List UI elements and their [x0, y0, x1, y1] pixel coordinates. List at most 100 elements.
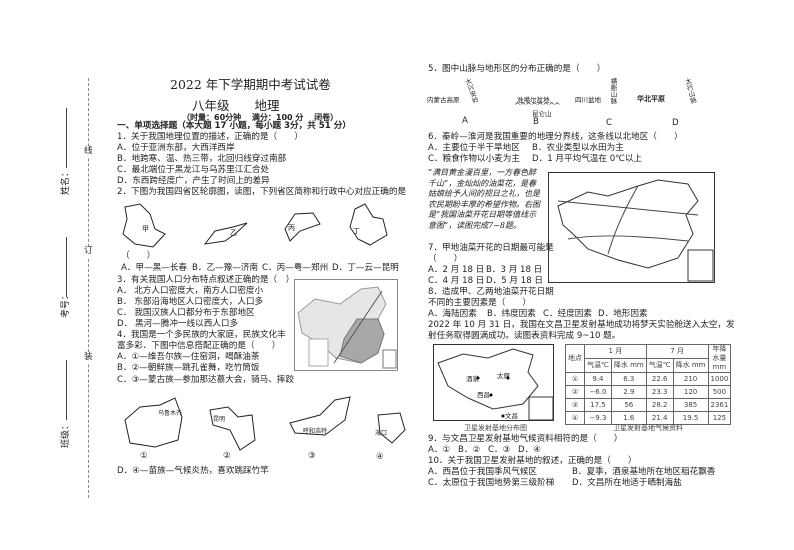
- q8-stem-cont: 不同的主要因素是（ ）: [428, 298, 532, 308]
- class-label: 班级：: [61, 420, 71, 448]
- q2-stem: 2．下图为我国四省区轮廓图，读图，下列省区简称和行政中心对应正确的是: [117, 187, 407, 197]
- exam-title: 2022 年下学期期中考试试卷: [170, 77, 331, 92]
- map-label: 甲: [142, 225, 149, 233]
- cell: ①: [565, 372, 585, 386]
- cell: 125: [707, 411, 732, 425]
- q8-stem: 8．造成甲、乙两地油菜开花日期: [428, 287, 554, 297]
- subheader-cell: 降水 mm: [610, 358, 647, 373]
- city-label: 昆明: [213, 416, 226, 423]
- q4-option-a: A．①—维吾尔族—住窑洞，喝酥油茶: [117, 352, 260, 362]
- cell: 9.4: [584, 372, 612, 386]
- q6-option-b: B．农业类型以水田为主: [532, 143, 624, 153]
- mountain-label: 大兴安岭: [462, 77, 480, 105]
- map-label: 文昌: [505, 412, 518, 420]
- city-label: 海口: [375, 430, 388, 437]
- q1-option-b: B．地跨寒、温、热三带，北回归线穿过南部: [117, 154, 287, 164]
- q2-blank: （ ）: [121, 251, 156, 261]
- province-outline-maps: [122, 203, 388, 248]
- poem-passage: “满目黄金漫百里，一方春色醉千山”，金灿灿的油菜花，是春姑娘给予人间的视日之礼，…: [428, 168, 540, 230]
- map-caption: 卫星发射基地分布图: [464, 424, 527, 432]
- q8-option-d: D．地形因素: [598, 309, 648, 319]
- q9-stem: 9．与文昌卫星发射基地气候资料相符的是（ ）: [428, 434, 623, 444]
- section-heading: 一、单项选择题（本大题 17 小题，每小题 3分，共 51 分）: [117, 121, 351, 131]
- q3-stem: 3．有关我国人口分布特点叙述正确的是（ ）: [117, 275, 295, 285]
- q6-option-d: D．1 月平均气温在 0℃以上: [532, 154, 643, 164]
- population-density-map: [294, 279, 398, 371]
- binding-mark: 线: [84, 146, 93, 157]
- cell: 2.9: [610, 385, 647, 399]
- mountain-label: 太行山脉: [682, 77, 698, 105]
- cell: 19.5: [672, 411, 709, 425]
- cell: 1.6: [610, 411, 647, 425]
- map-label: 酒泉: [466, 375, 479, 383]
- q5-stem: 5．图中山脉与地形区的分布正确的是（ ）: [428, 64, 606, 74]
- binding-mark: 装: [84, 352, 93, 363]
- cell: ②: [565, 385, 585, 399]
- city-label: 乌鲁木齐: [158, 410, 183, 417]
- table-caption: 卫星发射基地气候资料: [613, 424, 683, 432]
- q10-option-a: A．西昌位于我国季风气候区: [428, 467, 538, 477]
- region-label: 四川盆地: [575, 96, 601, 104]
- city-label: 呼和浩特: [303, 428, 328, 435]
- cell: 385: [672, 398, 709, 412]
- id-label: 考号：: [61, 290, 71, 318]
- map-label: 太原: [497, 372, 510, 380]
- q2-option-a: A．甲—黑—长春: [121, 263, 188, 273]
- q2-option-c: C．丙—粤—郑州: [262, 263, 329, 273]
- q2-option-b: B．乙—豫—济南: [192, 263, 259, 273]
- q1-option-c: C．最北端位于黑龙江与乌苏里江汇合处: [117, 165, 270, 175]
- q1-option-a: A．位于亚洲东部，大西洋西岸: [117, 143, 235, 153]
- q4-option-c: C．③—蒙古族—参加那达慕大会，骑马、摔跤: [117, 375, 294, 385]
- ethnic-group-maps: [124, 396, 406, 451]
- cell: 210: [672, 372, 709, 386]
- cell: 17.5: [584, 398, 612, 412]
- map-label: ④: [376, 452, 384, 462]
- exam-info: （时量：60分钟 满分：100 分 闭卷）: [182, 113, 339, 122]
- cell: 21.4: [645, 411, 674, 425]
- q9-option-a: A．①: [428, 445, 451, 455]
- cell: 120: [672, 385, 709, 399]
- name-field[interactable]: [66, 108, 67, 168]
- name-label: 姓名：: [61, 167, 71, 195]
- map-label: 丙: [288, 224, 295, 232]
- q3-option-a: A． 北方人口密度大，南方人口密度小: [117, 286, 264, 296]
- subheader-cell: 降水 mm: [672, 358, 709, 373]
- map-label: 西昌: [477, 391, 490, 399]
- q4-option-d: D．④—苗族—气候炎热，喜欢跳踩竹竿: [117, 466, 269, 476]
- cell: 28.2: [645, 398, 674, 412]
- q3-option-d: D． 黑河—腾冲一线以西人口多: [117, 319, 239, 329]
- passage-line: 射任务取得圆满成功。读图表资料完成 9~10 题。: [428, 331, 621, 341]
- satellite-base-map: [433, 344, 554, 421]
- header-cell: 1 月: [584, 344, 647, 359]
- q3-option-b: B． 东部沿海地区人口密度大，人口多: [117, 297, 264, 307]
- header-cell: 年降水量 mm: [707, 344, 732, 373]
- cell: ④: [565, 411, 585, 425]
- q2-option-d: D．丁—云—昆明: [332, 263, 399, 273]
- q9-option-b: B．②: [458, 445, 481, 455]
- q3-option-c: C． 我国汉族人口都分布于东部地区: [117, 308, 255, 318]
- map-label: 丁: [353, 227, 360, 235]
- q6-option-c: C．粮食作物以小麦为主: [428, 154, 520, 164]
- map-label: ③: [308, 451, 316, 461]
- class-field[interactable]: [66, 360, 67, 420]
- cell: 500: [707, 385, 732, 399]
- cell: −6.0: [584, 385, 612, 399]
- q7-option-a: A．2 月 18 日: [428, 265, 485, 275]
- q7-blank: （ ）: [428, 254, 463, 264]
- q9-option-c: C．③: [488, 445, 511, 455]
- id-field[interactable]: [66, 237, 67, 297]
- q7-stem: 7．甲地油菜开花的日期最可能是: [428, 243, 554, 253]
- q10-option-c: C．太原位于我国地势第三级阶梯: [428, 478, 555, 488]
- q1-stem: 1．关于我国地理位置的描述，正确的是（ ）: [117, 132, 303, 142]
- mountain-label: 昆仑山: [532, 110, 552, 118]
- cell: −9.3: [584, 411, 612, 425]
- q6-option-a: A．主要位于半干旱地区: [428, 143, 520, 153]
- region-label: 华北平原: [637, 95, 665, 103]
- mountain-label: 横断山脉: [609, 78, 617, 104]
- option-letter: B: [533, 117, 539, 127]
- q9-option-d: D．④: [518, 445, 541, 455]
- subject-title: 八年级 地理: [192, 98, 280, 113]
